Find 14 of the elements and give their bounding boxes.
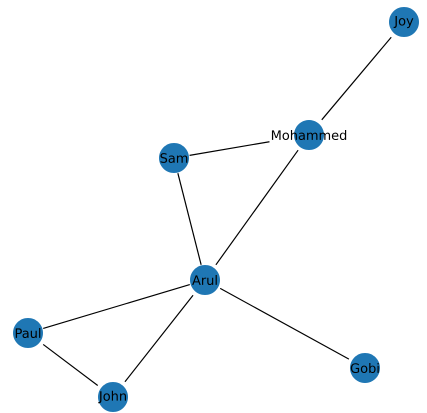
edge-line <box>177 173 202 265</box>
graph-node: Paul <box>13 318 43 348</box>
edge-line <box>42 344 98 386</box>
graph-node: Gobi <box>350 353 380 383</box>
graph-node: Arul <box>190 265 220 295</box>
edge-line <box>189 141 270 156</box>
edge-line <box>43 284 190 330</box>
graph-node: Sam <box>159 143 189 173</box>
edge-line <box>215 150 299 266</box>
edge-line <box>124 294 194 382</box>
edge-line <box>220 288 350 360</box>
edge-line <box>321 36 392 120</box>
graph-node: Joy <box>389 7 419 37</box>
graph-node: John <box>98 382 128 412</box>
